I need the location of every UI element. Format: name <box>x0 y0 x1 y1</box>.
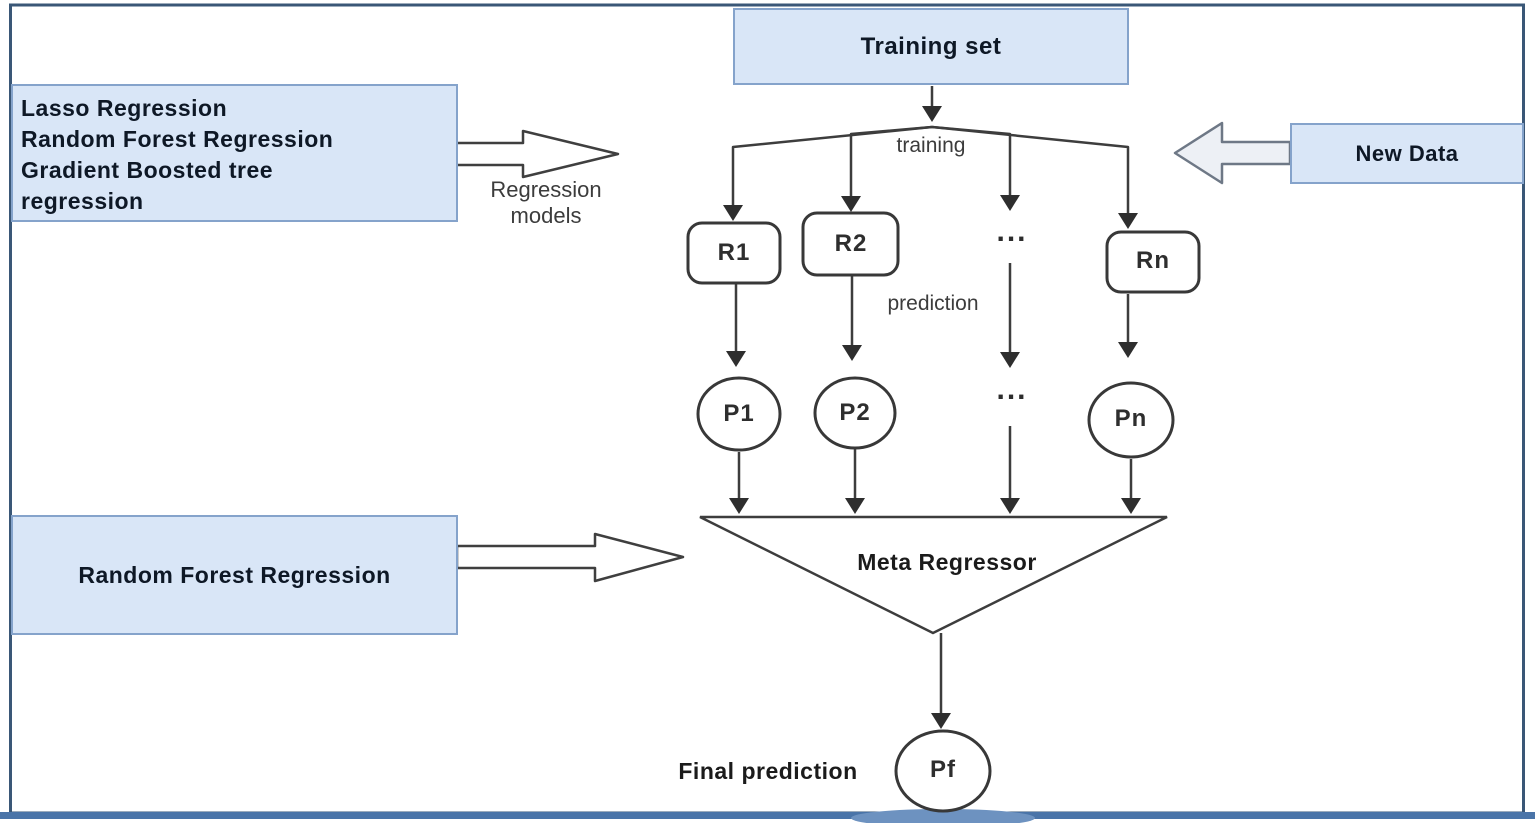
fanout-connector <box>849 125 933 198</box>
rn-label: Rn <box>1136 247 1170 274</box>
arrowhead <box>723 205 743 221</box>
r2-label: R2 <box>834 230 868 257</box>
r1-label: R1 <box>717 239 751 266</box>
p2-label: P2 <box>839 399 871 426</box>
ellipsis-top: ... <box>996 215 1028 248</box>
arrowhead <box>922 106 942 122</box>
arrowhead <box>726 351 746 367</box>
arrowheads <box>723 106 1141 729</box>
regression-models-block-arrow <box>454 129 620 179</box>
arrowhead <box>931 713 951 729</box>
arrowhead <box>1000 195 1020 211</box>
ellipsis-middle: ... <box>996 373 1028 406</box>
rn-node-box <box>1105 230 1201 294</box>
pf-node-circle <box>894 729 992 813</box>
meta-model-box: Random Forest Regression <box>11 515 458 635</box>
arrowhead <box>1000 352 1020 368</box>
p1-node-circle <box>696 376 782 452</box>
connectors <box>731 86 1133 715</box>
arrowhead <box>845 498 865 514</box>
new-data-box: New Data <box>1290 123 1524 184</box>
arrowhead <box>841 196 861 212</box>
r2-node-box <box>801 211 900 277</box>
r1-node-box <box>686 221 782 285</box>
arrowhead <box>1000 498 1020 514</box>
arrowhead <box>1118 213 1138 229</box>
pf-label: Pf <box>930 756 956 783</box>
meta-regressor-block-arrow <box>455 532 685 583</box>
training-label: training <box>896 134 966 157</box>
p1-label: P1 <box>723 400 755 427</box>
p2-node-circle <box>813 376 897 450</box>
arrowhead <box>1118 342 1138 358</box>
pn-node-circle <box>1087 381 1175 459</box>
pn-label: Pn <box>1114 405 1148 432</box>
figure-bottom-border <box>0 812 1535 819</box>
models-list-box: Lasso Regression Random Forest Regressio… <box>11 84 458 222</box>
fanout-connector <box>931 125 1130 214</box>
arrowhead <box>1121 498 1141 514</box>
arrowhead <box>729 498 749 514</box>
meta-regressor-funnel <box>699 515 1168 635</box>
new-data-block-arrow <box>1173 121 1292 185</box>
meta-regressor-label: Meta Regressor <box>857 549 1037 575</box>
bottom-accent-ellipse <box>851 809 1035 823</box>
training-set-box: Training set <box>733 8 1129 85</box>
arrowhead <box>842 345 862 361</box>
final-prediction-label: Final prediction <box>678 758 858 784</box>
regression-models-label: Regression models <box>490 177 602 228</box>
prediction-label: prediction <box>887 292 979 315</box>
